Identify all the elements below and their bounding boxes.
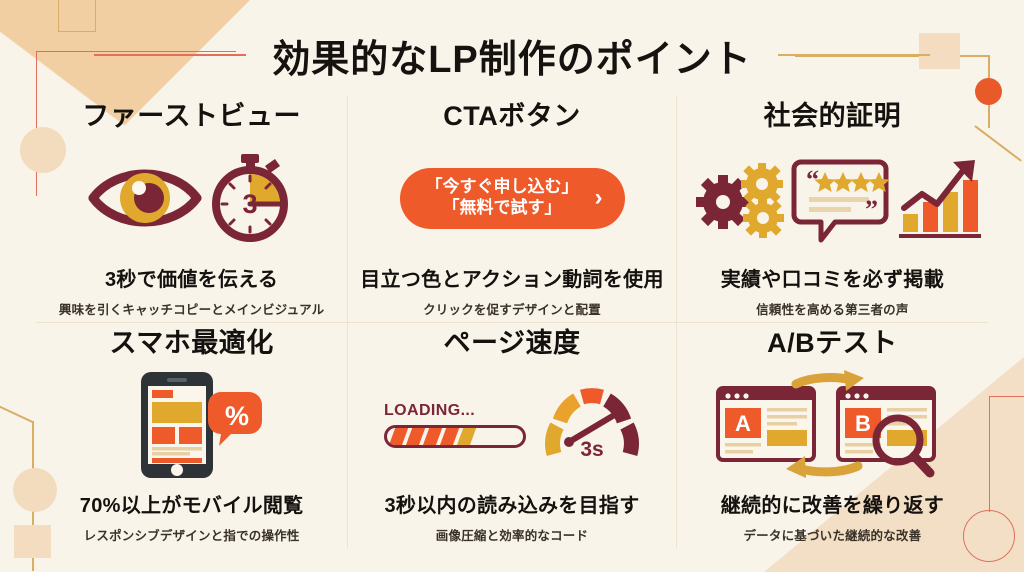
- card-title: ファーストビュー: [82, 101, 301, 131]
- card-ab-test: A/Bテスト A: [676, 322, 988, 548]
- card-artwork: 「今すぐ申し込む」 「無料で試す」 ›: [360, 136, 664, 261]
- card-headline: 70%以上がモバイル閲覧: [79, 495, 304, 517]
- smartphone-icon: [140, 371, 213, 478]
- stopwatch-icon: 3: [211, 154, 288, 243]
- deco-line-bottom-right-top: [989, 396, 1024, 398]
- testimonial-bubble-icon: “ ”: [791, 159, 890, 243]
- deco-circle-bottom-left: [13, 468, 57, 512]
- title-rule-left: [94, 54, 247, 56]
- card-headline: 3秒で価値を伝える: [105, 269, 279, 291]
- browser-a-icon: A: [716, 385, 817, 462]
- chevron-right-icon: ›: [594, 183, 603, 211]
- ab-test-icons: A B: [716, 369, 937, 478]
- card-first-view: ファーストビュー: [36, 96, 347, 322]
- card-mobile-optimization: スマホ最適化: [36, 322, 348, 548]
- card-headline: 目立つ色とアクション動詞を使用: [360, 269, 664, 291]
- cta-label-group: 「今すぐ申し込む」 「無料で試す」: [426, 177, 579, 218]
- svg-text:“: “: [806, 165, 819, 194]
- card-title: 社会的証明: [763, 101, 902, 131]
- svg-text:%: %: [225, 401, 249, 431]
- deco-square-top-left: [58, 0, 96, 32]
- speedometer-icon: 3s: [544, 384, 640, 466]
- cta-pill-button[interactable]: 「今すぐ申し込む」 「無料で試す」 ›: [399, 168, 625, 229]
- card-title: ページ速度: [443, 328, 581, 358]
- star-rating: [814, 172, 890, 193]
- card-page-speed: ページ速度 LOADING...: [347, 322, 677, 548]
- deco-circle-top-right: [975, 78, 1002, 105]
- eye-icon: [88, 169, 202, 227]
- loading-track: [384, 424, 526, 448]
- card-subtext: クリックを促すデザインと配置: [423, 303, 601, 317]
- deco-circle-top-left: [20, 127, 66, 173]
- cards-grid: ファーストビュー: [36, 96, 988, 548]
- card-cta-button: CTAボタン 「今すぐ申し込む」 「無料で試す」 › 目立つ色とアクション動詞を…: [347, 96, 677, 322]
- card-subtext: 画像圧縮と効率的なコード: [435, 529, 589, 543]
- deco-line-bottom-right-vertical: [989, 396, 991, 512]
- card-artwork: LOADING...: [360, 363, 664, 487]
- magnifier-icon: [872, 414, 935, 478]
- page-title-row: 効果的なLP制作のポイント: [0, 24, 1024, 86]
- deco-square-bottom-left: [14, 525, 51, 558]
- page-title: 効果的なLP制作のポイント: [272, 38, 752, 81]
- loading-bar-icon: LOADING...: [384, 402, 526, 448]
- card-headline: 実績や口コミを必ず掲載: [720, 269, 945, 291]
- variant-a-label: A: [735, 411, 751, 436]
- gear-small-gold-bottom: [743, 198, 785, 239]
- card-title: CTAボタン: [443, 101, 581, 131]
- card-social-proof: 社会的証明: [677, 96, 988, 322]
- card-subtext: 興味を引くキャッチコピーとメインビジュアル: [58, 303, 325, 317]
- cycle-arrow-head-bottom: [786, 455, 807, 478]
- card-artwork: A B: [689, 363, 976, 487]
- deco-circle-bottom-right: [963, 510, 1015, 562]
- growth-chart-icon: [899, 160, 982, 239]
- card-subtext: レスポンシブデザインと指での操作性: [83, 529, 300, 543]
- card-artwork: %: [48, 363, 335, 487]
- card-subtext: 信頼性を高める第三者の声: [756, 303, 909, 317]
- card-headline: 3秒以内の読み込みを目指す: [384, 495, 640, 517]
- percent-bubble-icon: %: [207, 391, 262, 446]
- first-view-icons: 3: [88, 154, 288, 243]
- gear-large-maroon: [696, 175, 751, 230]
- deco-line-bottom-left-diagonal: [0, 403, 35, 424]
- cycle-arrow-head-top: [844, 369, 865, 391]
- deco-line-top-left-horizontal: [36, 51, 236, 53]
- title-rule-right: [777, 54, 930, 56]
- svg-text:”: ”: [865, 195, 878, 224]
- mobile-icons: %: [140, 371, 262, 478]
- variant-b-label: B: [855, 411, 871, 436]
- deco-square-top-right: [919, 33, 960, 69]
- gauge-value: 3s: [580, 437, 604, 461]
- cta-label-line1: 「今すぐ申し込む」: [425, 177, 579, 197]
- loading-label: LOADING...: [384, 401, 476, 419]
- card-title: A/Bテスト: [767, 328, 898, 358]
- card-artwork: 3: [48, 136, 335, 261]
- deco-line-top-left-vertical: [36, 51, 38, 196]
- gears-icon: [696, 163, 785, 239]
- card-artwork: “ ”: [689, 136, 982, 261]
- cta-label-line2: 「無料で試す」: [442, 197, 562, 217]
- card-title: スマホ最適化: [109, 328, 274, 358]
- social-proof-icons: “ ”: [696, 159, 982, 243]
- card-headline: 継続的に改善を繰り返す: [720, 495, 945, 517]
- card-subtext: データに基づいた継続的な改善: [743, 529, 922, 543]
